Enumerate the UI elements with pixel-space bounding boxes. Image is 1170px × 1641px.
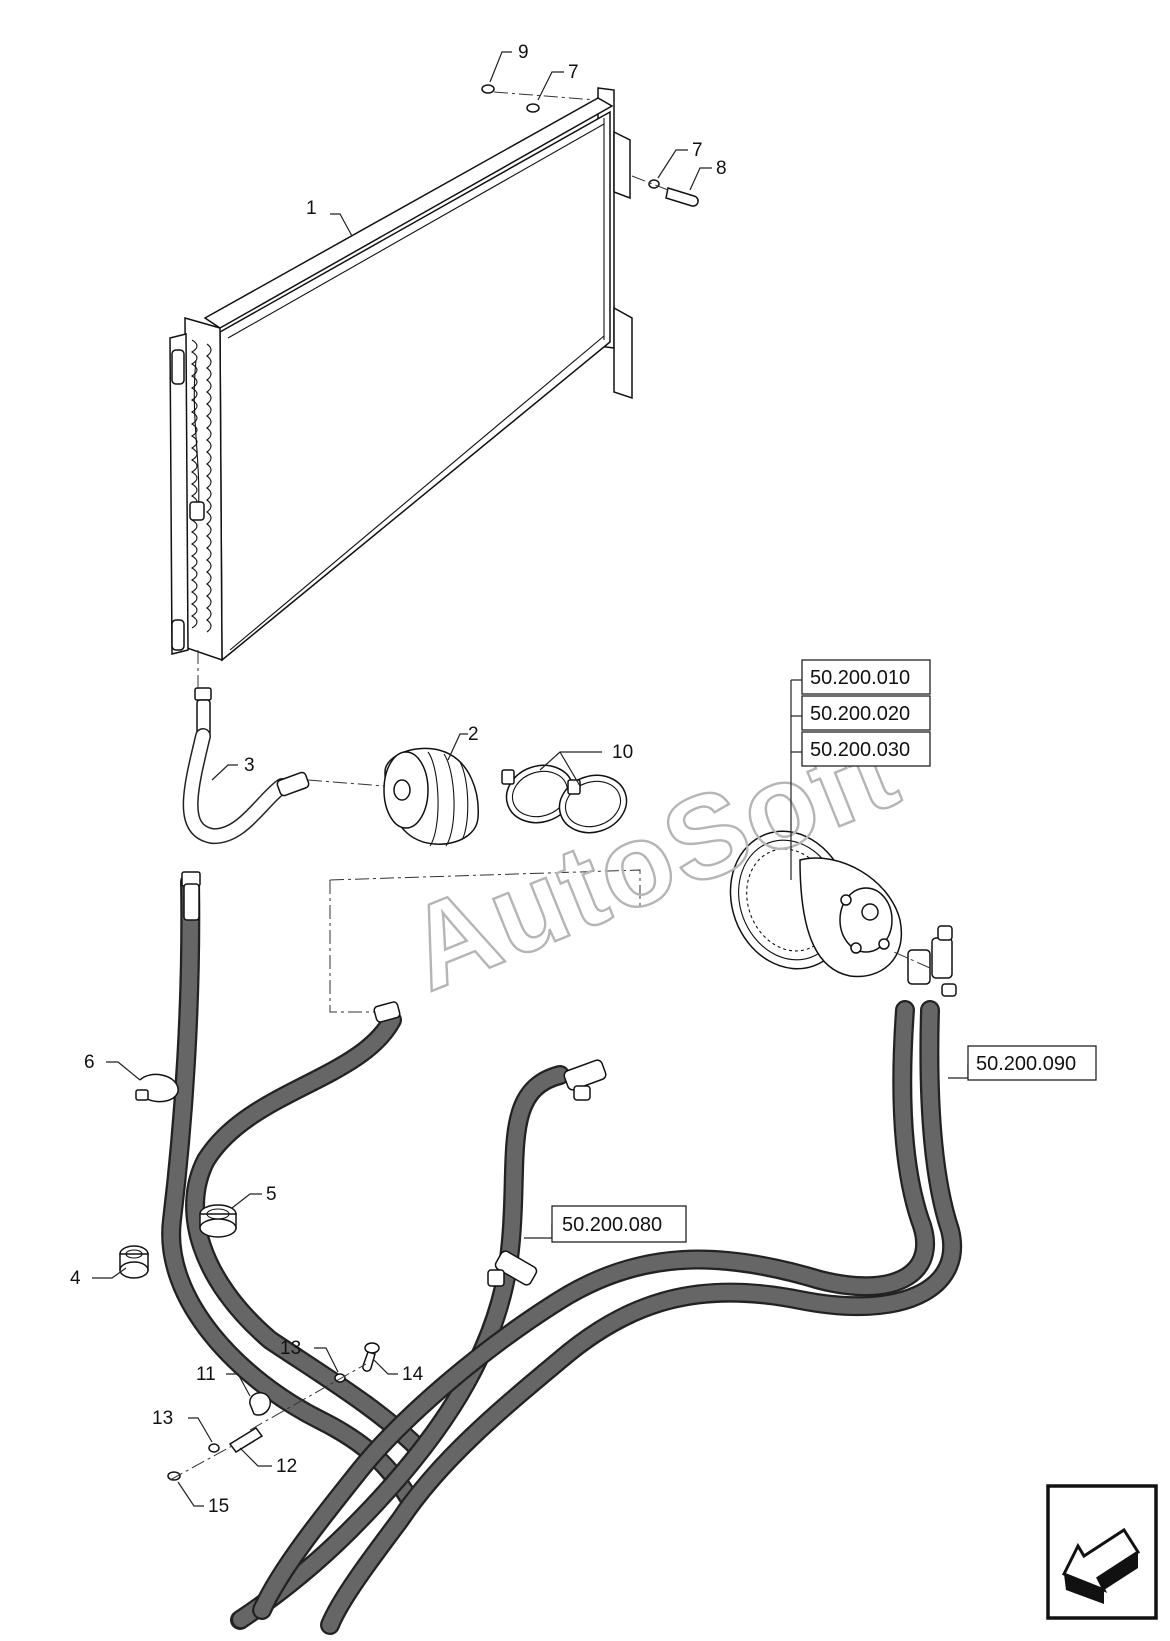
callout-9: 9 xyxy=(518,42,529,63)
callout-15: 15 xyxy=(208,1496,229,1517)
callout-10: 10 xyxy=(612,742,633,763)
callout-14: 14 xyxy=(402,1364,424,1385)
hose-fittings xyxy=(181,871,607,1287)
ref-label: 50.200.010 xyxy=(810,667,910,689)
condenser xyxy=(169,87,633,662)
ref-link-50-200-010[interactable]: 50.200.010 xyxy=(801,659,931,695)
callout-13-low: 13 xyxy=(152,1408,173,1429)
callout-7-top: 7 xyxy=(568,62,579,83)
cable-tie-6 xyxy=(139,1073,179,1103)
ref-link-50-200-030[interactable]: 50.200.030 xyxy=(801,731,931,767)
ref-label: 50.200.090 xyxy=(976,1053,1076,1075)
ref-label: 50.200.080 xyxy=(562,1214,662,1236)
callout-3: 3 xyxy=(244,755,255,776)
callout-12: 12 xyxy=(276,1456,297,1477)
callout-11: 11 xyxy=(196,1364,216,1385)
callout-leaders xyxy=(92,51,712,1507)
callout-13-top: 13 xyxy=(280,1338,301,1359)
washer-7-top xyxy=(526,103,540,113)
callout-4: 4 xyxy=(70,1268,81,1289)
ref-link-50-200-080[interactable]: 50.200.080 xyxy=(551,1205,687,1243)
callout-5: 5 xyxy=(266,1184,277,1205)
ref-link-50-200-090[interactable]: 50.200.090 xyxy=(967,1045,1097,1081)
callout-2: 2 xyxy=(468,724,479,745)
ref-label: 50.200.020 xyxy=(810,703,910,725)
callout-1: 1 xyxy=(306,198,317,219)
receiver-drier xyxy=(383,747,479,847)
ref-link-50-200-020[interactable]: 50.200.020 xyxy=(801,695,931,731)
callout-labels: 1 2 3 4 5 6 7 7 8 9 10 11 12 13 13 14 15 xyxy=(70,42,727,1517)
reference-boxes: 50.200.010 50.200.020 50.200.030 50.200.… xyxy=(524,659,1097,1243)
previous-page-arrow-icon[interactable] xyxy=(1046,1484,1158,1620)
band-clamps xyxy=(501,764,628,834)
bolt-8 xyxy=(665,187,699,207)
callout-7-side: 7 xyxy=(692,140,703,161)
fasteners-top xyxy=(481,84,699,207)
compressor xyxy=(729,830,957,997)
bolt-9 xyxy=(481,84,495,94)
hose-assemblies xyxy=(161,872,962,1635)
hose-3 xyxy=(182,650,385,844)
washer-7-side xyxy=(648,179,660,189)
callout-6: 6 xyxy=(84,1052,95,1073)
small-parts xyxy=(119,1073,380,1481)
callout-8: 8 xyxy=(716,158,727,179)
ref-label: 50.200.030 xyxy=(810,739,910,761)
